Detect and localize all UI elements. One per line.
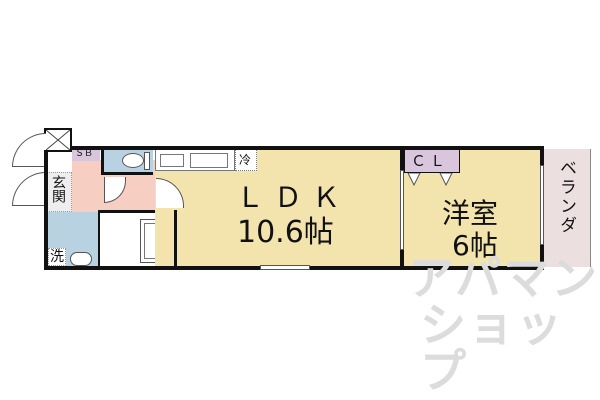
fridge-space: 冷 — [235, 149, 257, 171]
toilet-tank-icon — [144, 152, 150, 170]
stove-icon — [160, 154, 184, 167]
shoebox: ＳＢ — [72, 149, 100, 161]
toilet-room — [101, 149, 153, 175]
fridge-label: 冷 — [239, 153, 252, 167]
washbasin-icon — [70, 252, 92, 266]
genkan-label: 玄関 — [50, 175, 66, 203]
ldk-name: ＬＤＫ — [236, 181, 351, 214]
shoebox-label: ＳＢ — [75, 149, 94, 159]
veranda: ベランダ — [543, 149, 591, 267]
wall-top — [72, 146, 544, 150]
western-size: 6帖 — [452, 229, 498, 262]
closet: ＣＬ — [404, 149, 460, 173]
window-veranda-left — [400, 170, 404, 250]
kitchen-counter — [155, 149, 235, 171]
storage-box — [44, 128, 72, 152]
door-swing — [12, 133, 46, 167]
closet-label: ＣＬ — [411, 152, 450, 170]
veranda-label: ベランダ — [556, 159, 576, 235]
window — [260, 265, 310, 270]
western-name: 洋室 — [442, 197, 499, 230]
wall-bath-right — [174, 210, 177, 268]
wall-left — [44, 150, 48, 270]
genkan: 玄関 — [46, 172, 72, 212]
ldk-size: 10.6帖 — [237, 215, 334, 250]
window-veranda-right — [540, 165, 544, 245]
washroom: 洗 — [46, 212, 98, 268]
sink-icon — [190, 153, 228, 168]
toilet-icon — [122, 153, 144, 168]
cross-icon — [46, 130, 70, 150]
watermark-line2: ショップ — [420, 298, 564, 398]
entrance-door-swing — [12, 172, 46, 206]
closet-door-icon — [407, 173, 453, 187]
watermark-line1: アパマン — [408, 251, 600, 305]
washroom-label: 洗 — [48, 248, 66, 266]
